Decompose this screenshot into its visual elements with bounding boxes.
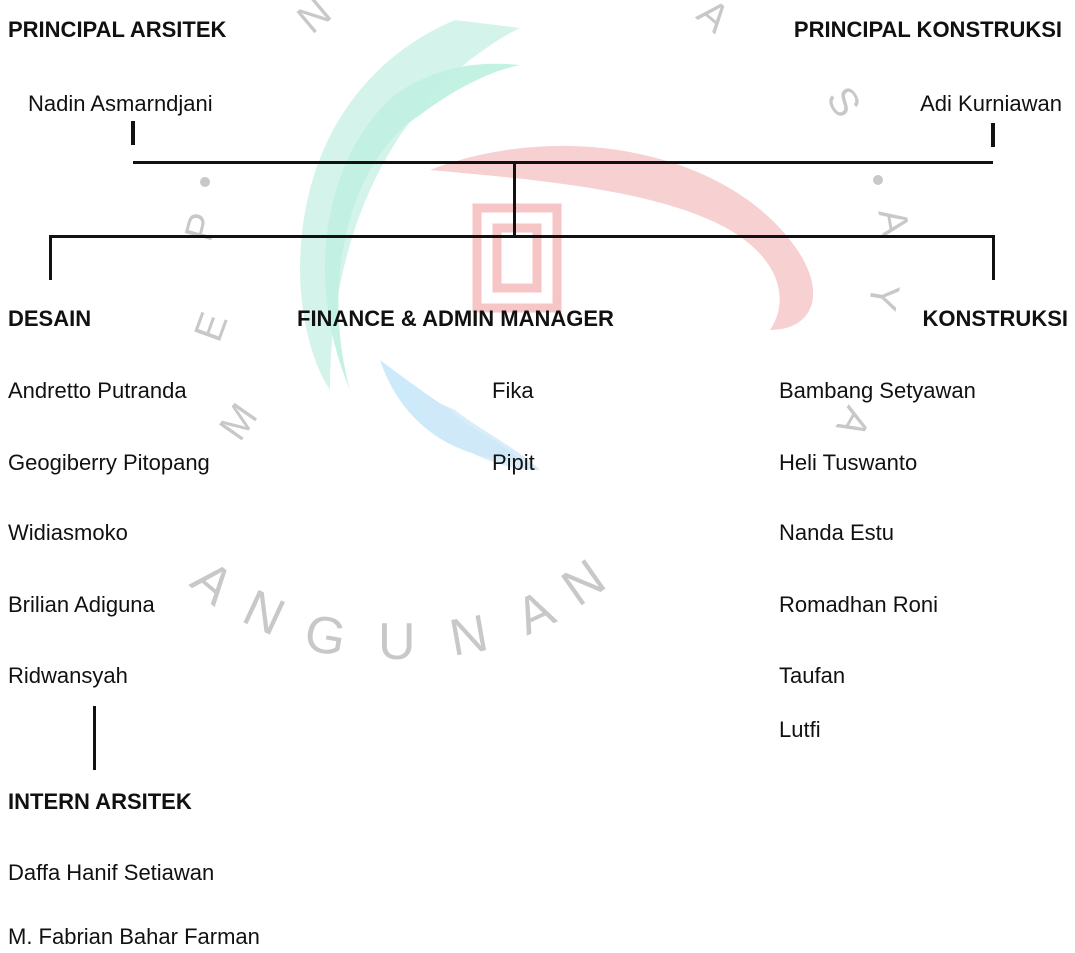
connector-trunk (513, 161, 516, 236)
konstruksi-member: Romadhan Roni (779, 592, 938, 617)
watermark-teal-arc-outer (300, 20, 520, 390)
intern-title: INTERN ARSITEK (8, 789, 192, 814)
desain-member: Andretto Putranda (8, 378, 187, 403)
connector-intern (93, 706, 96, 770)
watermark-dot-right (873, 175, 883, 185)
department-desain-title: DESAIN (8, 306, 92, 331)
watermark-center-emblem (472, 203, 562, 313)
konstruksi-member: Nanda Estu (779, 520, 894, 545)
connector-konstruksi (992, 235, 995, 280)
watermark-red-swoosh (430, 145, 814, 330)
principal-konstruksi-title: PRINCIPAL KONSTRUKSI (793, 17, 1062, 42)
watermark-dot-left (200, 177, 210, 187)
connector-principal-bar (133, 161, 993, 164)
department-konstruksi-title: KONSTRUKSI (922, 306, 1068, 331)
konstruksi-member: Taufan (779, 663, 846, 688)
desain-member: Geogiberry Pitopang (8, 450, 210, 475)
watermark-blue-swoosh-lower (410, 390, 540, 470)
konstruksi-member: Lutfi (779, 717, 821, 742)
desain-member: Brilian Adiguna (8, 592, 155, 617)
finance-member: Fika (492, 378, 534, 403)
connector-desain (49, 235, 52, 280)
konstruksi-member: Heli Tuswanto (779, 450, 918, 475)
department-finance-title: FINANCE & ADMIN MANAGER (297, 306, 614, 331)
connector-principal-arsitek (131, 121, 135, 145)
konstruksi-member: Bambang Setyawan (779, 378, 976, 403)
watermark-letter: U (378, 613, 416, 671)
principal-arsitek-name: Nadin Asmarndjani (28, 91, 213, 116)
finance-member: Pipit (492, 450, 535, 475)
principal-konstruksi-name: Adi Kurniawan (920, 91, 1062, 116)
intern-member: M. Fabrian Bahar Farman (8, 924, 260, 949)
desain-member: Widiasmoko (8, 520, 128, 545)
principal-arsitek-title: PRINCIPAL ARSITEK (8, 17, 227, 42)
connector-department-bar (49, 235, 995, 238)
connector-principal-konstruksi (991, 123, 995, 147)
desain-member: Ridwansyah (8, 663, 128, 688)
intern-member: Daffa Hanif Setiawan (8, 860, 215, 885)
